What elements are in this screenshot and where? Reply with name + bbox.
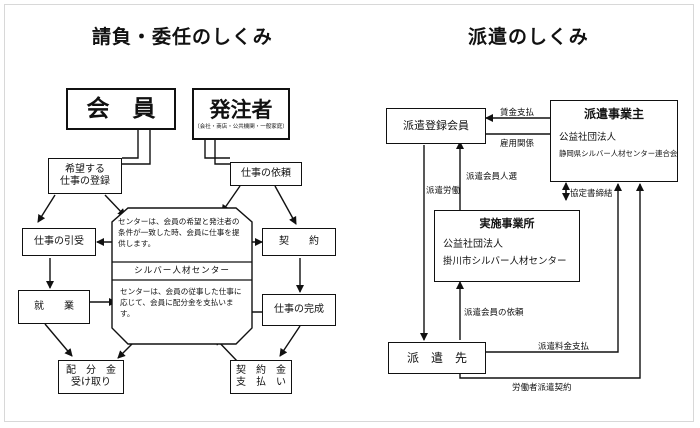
- arrow-register-center: [104, 194, 126, 217]
- member-register-line-2: [122, 130, 151, 165]
- center-top-text: センターは、会員の希望と発注者の条件が一致した時、会員に仕事を提供します。: [118, 217, 240, 248]
- dispatch-owner-box: 派遣事業主 公益社団法人 静岡県シルバー人材センター連合会: [550, 100, 678, 182]
- right-title: 派遣のしくみ: [468, 26, 589, 48]
- label-wage: 賃金支払: [500, 108, 535, 118]
- payment-line2: 支 払 い: [236, 377, 286, 388]
- arrow-register-accept: [37, 194, 56, 223]
- arrow-contract: [459, 183, 644, 379]
- center-name: シルバー人材センター: [134, 266, 230, 276]
- complete-box: 仕事の完成: [262, 294, 336, 326]
- contract-box: 契 約: [262, 228, 336, 256]
- accept-label: 仕事の引受: [34, 235, 84, 247]
- impl-office-box: 実施事業所 公益社団法人 掛川市シルバー人材センター: [434, 210, 580, 282]
- label-employment: 雇用関係: [500, 139, 535, 149]
- register-line2: 仕事の登録: [60, 176, 110, 187]
- client-box: 発注者 （会社・商店・公共機関・一般家庭）: [192, 88, 290, 140]
- owner-name: 静岡県シルバー人材センター連合会: [559, 148, 678, 158]
- work-label: 就 業: [34, 300, 74, 312]
- label-fee: 派遣料金支払: [538, 342, 590, 352]
- client-request-line: [204, 140, 230, 159]
- reg-member-box: 派遣登録会員: [386, 108, 486, 144]
- center-hexagon: [111, 207, 253, 345]
- reg-member-label: 派遣登録会員: [403, 119, 469, 133]
- member-box: 会 員: [66, 88, 176, 130]
- arrow-work-distribution: [44, 323, 73, 357]
- payment-box: 契 約 金 支 払 い: [230, 360, 292, 394]
- impl-title: 実施事業所: [479, 217, 535, 230]
- complete-label: 仕事の完成: [274, 303, 324, 315]
- register-line1: 希望する: [65, 163, 105, 175]
- request-box: 仕事の依頼: [230, 162, 302, 186]
- label-labor: 派遣労働: [426, 186, 461, 196]
- impl-corp: 公益社団法人: [443, 238, 503, 250]
- destination-label: 派 遣 先: [406, 350, 467, 365]
- arrow-complete-payment: [279, 325, 301, 357]
- impl-name: 掛川市シルバー人材センター: [443, 256, 567, 268]
- label-entry: 派遣会員人選: [466, 172, 518, 182]
- payment-line1: 契 約 金: [236, 364, 286, 376]
- client-request-line-2: [214, 140, 230, 165]
- label-contract: 労働者派遣契約: [512, 383, 572, 393]
- client-label: 発注者: [209, 97, 273, 122]
- contract-label: 契 約: [279, 235, 319, 247]
- destination-box: 派 遣 先: [388, 342, 486, 374]
- owner-corp: 公益社団法人: [559, 132, 617, 143]
- label-request: 派遣会員の依頼: [464, 308, 524, 318]
- client-note: （会社・商店・公共機関・一般家庭）: [194, 124, 288, 131]
- register-box: 希望する 仕事の登録: [48, 158, 122, 194]
- work-box: 就 業: [18, 290, 90, 324]
- label-agreement: 協定書締結: [570, 189, 613, 199]
- accept-box: 仕事の引受: [22, 228, 96, 256]
- distribution-box: 配 分 金 受け取り: [58, 360, 124, 394]
- distribution-line2: 受け取り: [71, 377, 111, 388]
- member-label: 会 員: [86, 95, 156, 122]
- member-register-line: [122, 130, 139, 159]
- figure-frame: [4, 4, 694, 422]
- arrow-fee: [486, 183, 622, 353]
- owner-title: 派遣事業主: [583, 107, 644, 121]
- left-title: 請負・委任のしくみ: [92, 26, 273, 48]
- distribution-line1: 配 分 金: [66, 364, 116, 376]
- center-bottom-text: センターは、会員の従事した仕事に応じて、会員に配分金を支払います。: [120, 287, 242, 318]
- request-label: 仕事の依頼: [241, 167, 291, 179]
- arrow-request-contract: [274, 185, 297, 225]
